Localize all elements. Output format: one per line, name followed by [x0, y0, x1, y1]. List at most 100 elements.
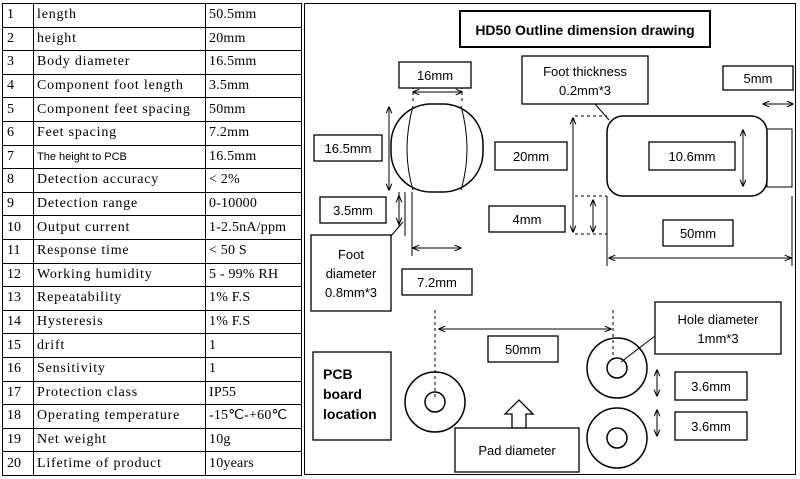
dim-20mm: 20mm	[513, 149, 549, 164]
spec-parameter: Output current	[33, 215, 206, 240]
foot-diameter-label-1: Foot	[338, 247, 364, 262]
foot-diameter-label-3: 0.8mm*3	[325, 285, 377, 300]
spec-number: 16	[2, 356, 34, 382]
spec-value: 50mm	[205, 97, 302, 122]
foot-thickness-label-1: Foot thickness	[543, 64, 627, 79]
pcb-label-1: PCB	[323, 366, 353, 382]
spec-parameter: Hysteresis	[33, 309, 206, 335]
pcb-label-2: board	[323, 386, 362, 402]
spec-parameter: length	[33, 3, 206, 28]
pad-diameter-arrow	[503, 399, 535, 429]
spec-parameter: Sensitivity	[33, 356, 206, 382]
spec-value: 7.2mm	[205, 120, 302, 146]
spec-value: 1-2.5nA/ppm	[205, 215, 302, 240]
spec-number: 15	[2, 333, 34, 358]
spec-value: -15℃-+60℃	[205, 404, 302, 429]
foot-diameter-label-2: diameter	[326, 266, 377, 281]
spec-value: IP55	[205, 380, 302, 406]
spec-parameter: Net weight	[33, 427, 206, 453]
pcb-pad-top-right	[586, 337, 648, 399]
hole-diameter-label-2: 1mm*3	[697, 331, 738, 346]
spec-number: 1	[2, 3, 34, 28]
dim-3-5mm: 3.5mm	[333, 203, 373, 218]
spec-parameter: The height to PCB	[33, 144, 206, 170]
spec-number: 3	[2, 50, 34, 75]
spec-number: 12	[2, 262, 34, 288]
spec-number: 19	[2, 427, 34, 453]
spec-value: 1% F.S	[205, 286, 302, 311]
spec-number: 8	[2, 168, 34, 193]
spec-value: 10years	[205, 451, 302, 476]
spec-parameter: Repeatability	[33, 286, 206, 311]
dim-4mm: 4mm	[513, 212, 542, 227]
dim-16-5mm: 16.5mm	[325, 141, 372, 156]
dim-3-6mm-b: 3.6mm	[691, 419, 731, 434]
spec-number: 10	[2, 215, 34, 240]
pcb-pad-left	[404, 371, 466, 433]
pad-diameter-label: Pad diameter	[478, 443, 556, 458]
spec-value: 1	[205, 333, 302, 358]
spec-parameter: Working humidity	[33, 262, 206, 288]
drawing-title: HD50 Outline dimension drawing	[459, 10, 711, 48]
drawing-title-text: HD50 Outline dimension drawing	[475, 22, 694, 38]
dim-16mm: 16mm	[417, 68, 453, 83]
spec-number: 17	[2, 380, 34, 406]
spec-value: 50.5mm	[205, 3, 302, 28]
spec-parameter: Lifetime of product	[33, 451, 206, 476]
spec-number: 2	[2, 26, 34, 52]
spec-parameter: Feet spacing	[33, 120, 206, 146]
spec-parameter: Component feet spacing	[33, 97, 206, 122]
spec-number: 4	[2, 73, 34, 99]
spec-parameter: drift	[33, 333, 206, 358]
spec-number: 6	[2, 120, 34, 146]
spec-value: 10g	[205, 427, 302, 453]
sensor-side-view	[390, 74, 484, 256]
spec-value: 16.5mm	[205, 50, 302, 75]
dim-3-6mm-a: 3.6mm	[691, 379, 731, 394]
spec-value: < 2%	[205, 168, 302, 193]
spec-parameter: Component foot length	[33, 73, 206, 99]
sensor-front-view	[575, 115, 793, 266]
spec-value: 3.5mm	[205, 73, 302, 99]
spec-number: 14	[2, 309, 34, 335]
pcb-label-3: location	[323, 406, 377, 422]
pcb-pad-bottom-right	[586, 407, 648, 469]
spec-number: 5	[2, 97, 34, 122]
spec-number: 20	[2, 451, 34, 476]
spec-parameter: Detection range	[33, 191, 206, 217]
spec-value: 5 - 99% RH	[205, 262, 302, 288]
dim-50mm-top: 50mm	[680, 226, 716, 241]
spec-parameter: Protection class	[33, 380, 206, 406]
spec-number: 9	[2, 191, 34, 217]
spec-value: 0-10000	[205, 191, 302, 217]
spec-value: < 50 S	[205, 238, 302, 264]
spec-value: 20mm	[205, 26, 302, 52]
dimension-drawing-panel: HD50 Outline dimension drawing 16mm 16.5…	[304, 3, 796, 475]
spec-value: 16.5mm	[205, 144, 302, 170]
spec-number: 11	[2, 238, 34, 264]
dim-7-2mm: 7.2mm	[417, 275, 457, 290]
spec-parameter: Body diameter	[33, 50, 206, 75]
spec-parameter: height	[33, 26, 206, 52]
spec-value: 1	[205, 356, 302, 382]
hole-diameter-label-1: Hole diameter	[678, 312, 760, 327]
